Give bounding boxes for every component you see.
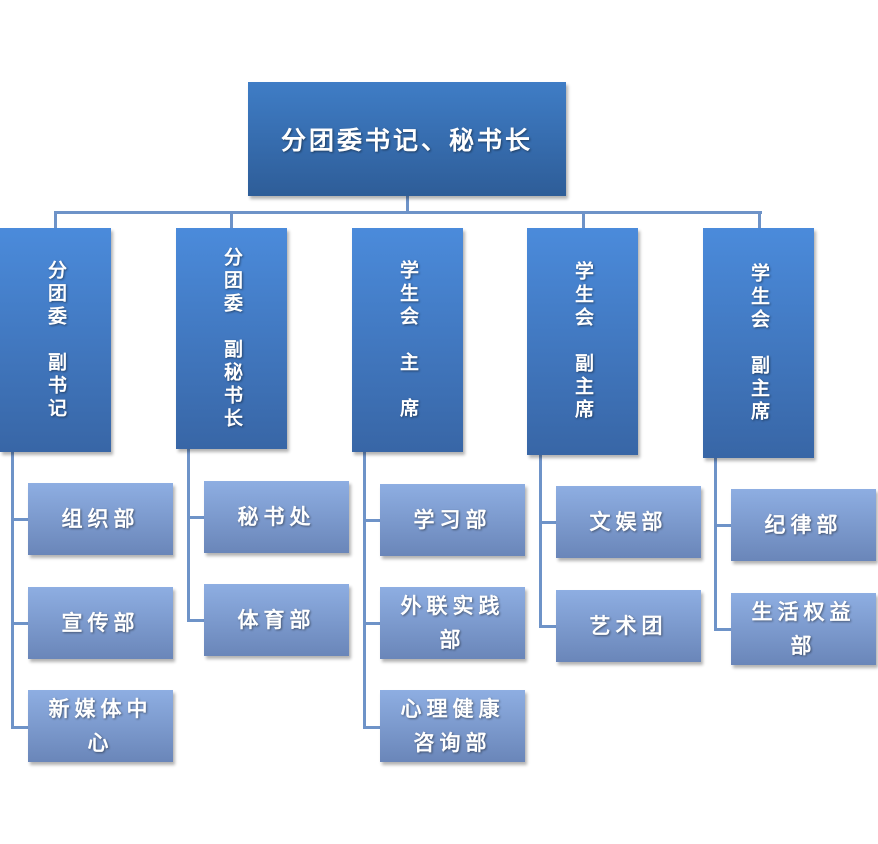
dept-label: 生活权益部 (751, 599, 856, 658)
dept-node: 艺术团 (556, 590, 701, 662)
node-label: 分团委 副书记 (45, 259, 67, 421)
dept-node: 组织部 (28, 483, 173, 555)
connector (11, 622, 29, 625)
node-label: 学生会 副主席 (572, 261, 594, 422)
dept-node: 文娱部 (556, 486, 701, 558)
dept-label: 心理健康咨询部 (400, 696, 505, 755)
dept-node: 心理健康咨询部 (380, 690, 525, 762)
dept-label: 宣传部 (61, 610, 140, 635)
dept-label: 组织部 (61, 506, 140, 531)
dept-node: 宣传部 (28, 587, 173, 659)
node-student-union-vice-chair: 学生会 副主席 (527, 228, 638, 455)
connector (11, 518, 29, 521)
node-student-union-vice-chair: 学生会 副主席 (703, 228, 814, 458)
dept-label: 体育部 (237, 607, 316, 632)
connector (758, 211, 761, 228)
connector (11, 726, 29, 729)
connector (714, 524, 732, 527)
connector (363, 726, 381, 729)
root-node: 分团委书记、秘书长 (248, 82, 566, 196)
dept-label: 秘书处 (237, 504, 316, 529)
connector (582, 211, 585, 228)
node-deputy-secretary: 分团委 副书记 (0, 228, 111, 452)
dept-label: 学习部 (413, 507, 492, 532)
dept-label: 艺术团 (589, 613, 668, 638)
node-label: 学生会 主 席 (397, 259, 419, 421)
connector (54, 211, 57, 228)
dept-node: 纪律部 (731, 489, 876, 561)
dept-label: 外联实践部 (400, 593, 505, 652)
connector (539, 625, 557, 628)
node-deputy-secretary-general: 分团委 副秘书长 (176, 228, 287, 449)
connector (11, 452, 14, 729)
connector (363, 622, 381, 625)
connector (54, 211, 762, 214)
dept-node: 生活权益部 (731, 593, 876, 665)
dept-node: 外联实践部 (380, 587, 525, 659)
connector (714, 628, 732, 631)
connector (539, 521, 557, 524)
connector (363, 452, 366, 729)
dept-label: 纪律部 (764, 512, 843, 537)
node-label: 分团委 副秘书长 (221, 246, 243, 431)
connector (230, 211, 233, 228)
dept-node: 体育部 (204, 584, 349, 656)
dept-node: 秘书处 (204, 481, 349, 553)
root-label: 分团委书记、秘书长 (280, 126, 533, 155)
dept-label: 文娱部 (589, 509, 668, 534)
connector (187, 516, 205, 519)
connector (187, 449, 190, 622)
dept-node: 新媒体中心 (28, 690, 173, 762)
connector (363, 519, 381, 522)
dept-label: 新媒体中心 (48, 696, 153, 755)
connector (539, 455, 542, 627)
node-student-union-chair: 学生会 主 席 (352, 228, 463, 452)
connector (714, 458, 717, 630)
connector (187, 619, 205, 622)
connector (406, 196, 409, 213)
node-label: 学生会 副主席 (748, 262, 770, 424)
dept-node: 学习部 (380, 484, 525, 556)
